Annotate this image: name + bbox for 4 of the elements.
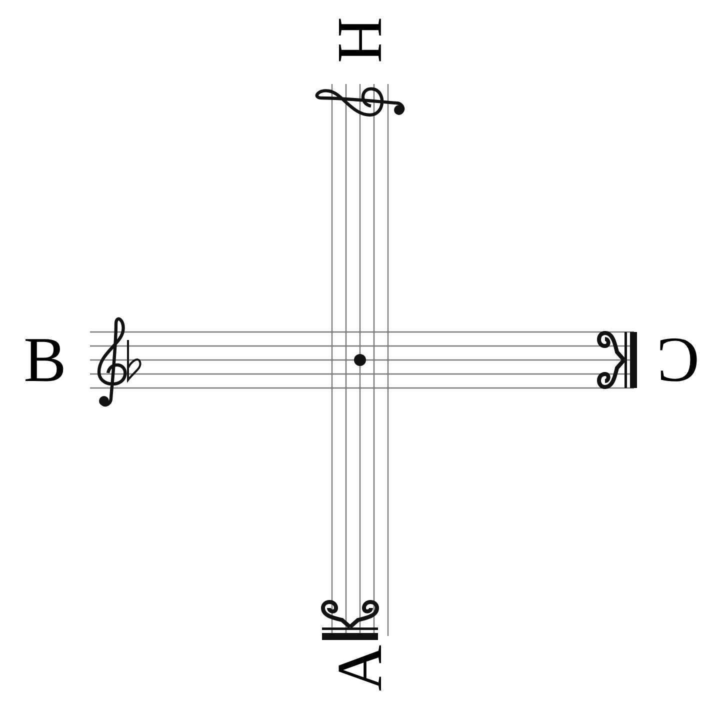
letter-label: B [24, 328, 66, 392]
letter-label: C [656, 328, 700, 392]
letter-label: H [328, 16, 392, 64]
letter-label: A [328, 644, 392, 692]
